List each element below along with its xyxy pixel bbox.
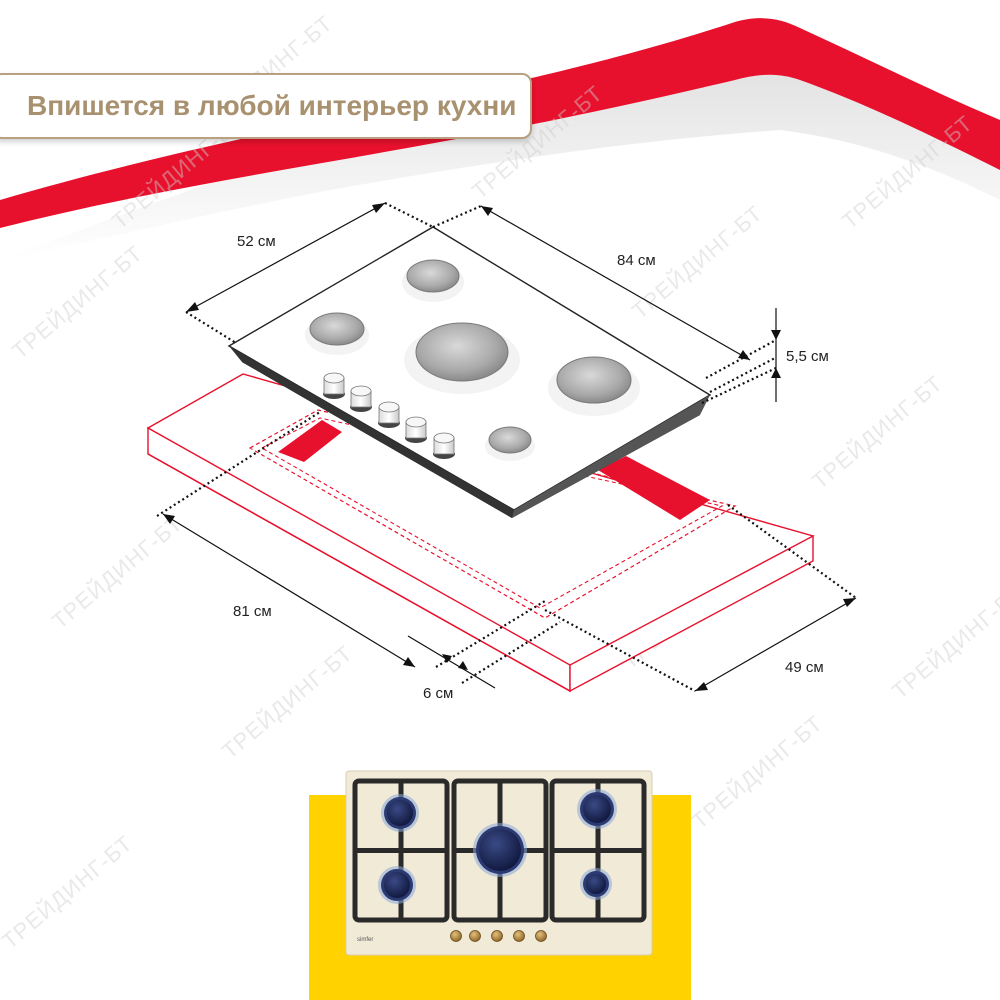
countertop-outline [146,373,815,693]
knob [469,930,481,942]
cutout-wall-left [278,420,342,462]
dimension-lines [156,202,857,692]
hob-3d [227,226,712,518]
knob [350,385,372,412]
title-banner: Впишется в любой интерьер кухни [0,73,533,139]
watermark-text: ТРЕЙДИНГ-БТ [7,240,147,363]
watermark-text: ТРЕЙДИНГ-БТ [807,370,947,493]
knob [450,930,462,942]
label-cutout-depth: 49 см [785,659,824,676]
dimension-labels: 52 см 84 см 5,5 см 81 см 6 см 49 см [233,233,829,702]
burner-left [305,312,369,355]
product-photo: simfer [309,770,691,1000]
brand-logo: simfer [357,937,373,943]
gas-burner [473,823,527,877]
pan-supports [352,778,647,923]
burner-right [548,356,640,416]
watermark-text: ТРЕЙДИНГ-БТ [0,830,138,953]
gas-burner [378,866,416,904]
watermark-text: ТРЕЙДИНГ-БТ [47,510,187,633]
burner-back [402,259,464,302]
burner-center-wok [404,322,520,394]
label-cutout-width: 81 см [233,603,272,620]
knob [378,401,400,428]
gas-burner [580,868,612,900]
label-depth-top: 52 см [237,233,276,250]
knob [491,930,503,942]
knob [405,416,427,443]
watermark-text: ТРЕЙДИНГ-БТ [887,580,1000,703]
gas-burner [381,794,419,832]
label-offset: 6 см [423,685,453,702]
photo-burners [378,789,617,904]
burner-front-small [485,426,535,461]
gas-burner [577,789,617,829]
label-width-top: 84 см [617,252,656,269]
knob [513,930,525,942]
control-knobs [323,372,455,459]
photo-knobs [450,930,547,942]
label-height: 5,5 см [786,348,829,365]
knob [535,930,547,942]
cutout-wall-right [598,456,710,520]
watermark-text: ТРЕЙДИНГ-БТ [687,710,827,833]
knob [433,432,455,459]
banner-title: Впишется в любой интерьер кухни [27,90,517,121]
knob [323,372,345,399]
watermark-text: ТРЕЙДИНГ-БТ [217,640,357,763]
